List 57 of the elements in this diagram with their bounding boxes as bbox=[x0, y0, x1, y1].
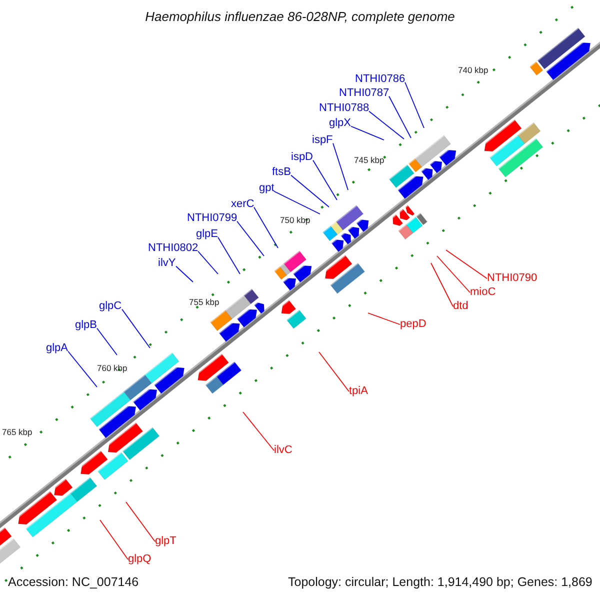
gene-label: glpE bbox=[196, 229, 218, 240]
leader-line bbox=[100, 520, 128, 560]
leader-line bbox=[236, 220, 264, 256]
gene-label: ispD bbox=[291, 152, 314, 163]
scale-label: 760 kbp bbox=[97, 364, 128, 372]
gene-label: ispF bbox=[312, 135, 333, 146]
leader-line bbox=[126, 502, 156, 542]
leader-line bbox=[312, 160, 338, 200]
gene-label: ilvC bbox=[274, 445, 292, 456]
gene-label: gpt bbox=[259, 183, 274, 194]
leader-line bbox=[290, 174, 330, 208]
gene-label: NTHI0787 bbox=[339, 88, 390, 99]
leader-line bbox=[368, 312, 400, 325]
gene-label: glpQ bbox=[128, 554, 152, 565]
gene-label: pepD bbox=[400, 319, 426, 330]
leader-line bbox=[446, 250, 488, 279]
leader-line bbox=[218, 236, 240, 274]
gene-label: NTHI0788 bbox=[319, 103, 370, 114]
leader-line bbox=[332, 142, 348, 190]
leader-line bbox=[242, 412, 274, 451]
leader-line bbox=[430, 262, 454, 307]
scale-label: 755 kbp bbox=[189, 298, 220, 306]
gene-label: glpB bbox=[75, 320, 98, 331]
leader-line bbox=[436, 256, 470, 293]
leader-line bbox=[404, 82, 424, 128]
gene-label: xerC bbox=[231, 199, 254, 210]
leader-line bbox=[388, 96, 412, 138]
gene-label: ilvY bbox=[158, 258, 176, 269]
scale-label: 765 kbp bbox=[2, 428, 32, 436]
leader-line bbox=[254, 206, 278, 248]
gene-label: NTHI0799 bbox=[187, 213, 238, 224]
gene-label: dtd bbox=[453, 301, 468, 312]
leader-line bbox=[274, 190, 320, 214]
gene-label: mioC bbox=[470, 287, 496, 298]
gene-label: tpiA bbox=[349, 386, 368, 397]
leader-line bbox=[198, 250, 218, 274]
scale-label: 740 kbp bbox=[458, 66, 488, 74]
leader-line bbox=[122, 308, 150, 348]
gene-label: NTHI0786 bbox=[355, 74, 406, 85]
gene-label: NTHI0790 bbox=[487, 273, 538, 284]
gene-label: glpC bbox=[99, 301, 122, 312]
gene-label: NTHI0802 bbox=[148, 243, 198, 254]
gene-label: glpX bbox=[329, 118, 352, 129]
gene-label: glpT bbox=[155, 536, 176, 547]
leader-line bbox=[68, 350, 98, 388]
leader-line bbox=[176, 266, 194, 282]
accession-text: Accession: NC_007146 bbox=[8, 576, 139, 588]
diagram-title: Haemophilus influenzae 86-028NP, complete genome bbox=[144, 10, 456, 23]
leader-line bbox=[350, 126, 384, 140]
leader-line bbox=[368, 110, 404, 140]
gene-label: ftsB bbox=[272, 167, 291, 178]
leader-line bbox=[96, 328, 118, 356]
scale-label: 750 kbp bbox=[280, 216, 310, 224]
leader-line bbox=[318, 352, 350, 392]
genome-info-text: Topology: circular; Length: 1,914,490 bp; Genes: 1,869 bbox=[288, 576, 592, 588]
gene-label: glpA bbox=[46, 343, 68, 354]
scale-label: 745 kbp bbox=[354, 156, 384, 164]
